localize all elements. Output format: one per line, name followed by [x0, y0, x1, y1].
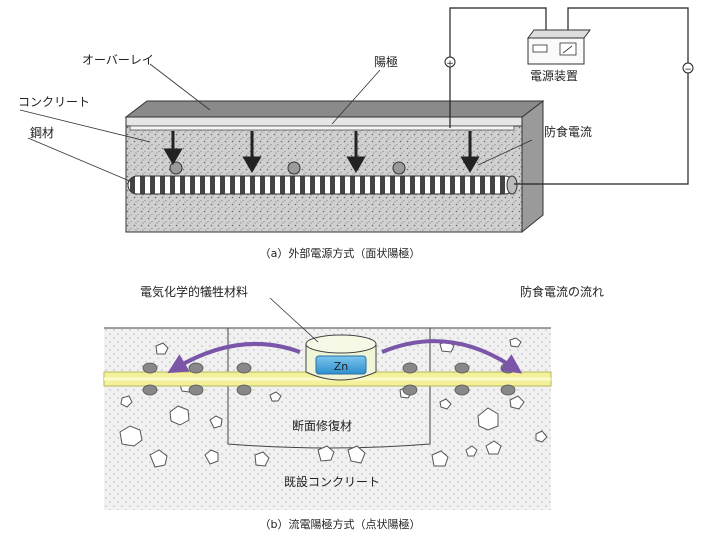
steel-rebar	[127, 175, 515, 195]
rebar-end	[506, 175, 518, 195]
concrete-leader	[19, 109, 151, 143]
corrosion-current-label: 防食電流	[544, 124, 592, 139]
current-flow-label: 防食電流の流れ	[520, 284, 604, 299]
minus-sign: −	[684, 65, 692, 75]
repair-material-label: 断面修復材	[292, 418, 352, 433]
overlay-leader	[149, 63, 211, 111]
current-flow-arrow-right	[381, 339, 523, 374]
overlay-top-face	[124, 100, 545, 118]
plus-terminal	[444, 56, 456, 68]
current-arrows	[163, 131, 480, 173]
caption-b: （b）流電陽極方式（点状陽極）	[260, 517, 421, 531]
minus-terminal	[682, 62, 694, 74]
aggregates	[119, 337, 548, 468]
power-supply-label: 電源装置	[530, 69, 578, 83]
anode-label: 陽極	[374, 54, 398, 69]
zn-anode: Zn	[305, 334, 377, 381]
sacrificial-leader	[269, 297, 319, 343]
caption-a: （a）外部電源方式（面状陽極）	[260, 246, 421, 260]
sacrificial-material-label: 電気化学的犠牲材料	[140, 284, 248, 299]
current-leader	[477, 139, 533, 166]
existing-concrete-label: 既設コンクリート	[284, 474, 380, 489]
steel-leader	[27, 137, 133, 183]
steel-label: 鋼材	[30, 126, 54, 140]
anode-strip	[129, 125, 515, 131]
panel-a: + − オーバーレイ コンクリート 鋼材 陽極 電源装置 防食電流 （a）外部電…	[18, 7, 694, 260]
anode-leader	[331, 69, 381, 125]
panel-b: Zn 電気化学的犠牲材料 防食電流の流れ 断面修復材 既設コンクリート （b）流…	[103, 284, 604, 531]
zn-label: Zn	[334, 360, 349, 373]
rebar-section	[287, 161, 301, 175]
concrete-label: コンクリート	[18, 95, 90, 109]
circuit-wiring	[449, 7, 689, 185]
rebar-section	[392, 161, 406, 175]
rebar-section	[169, 161, 183, 175]
power-supply-unit	[527, 29, 591, 65]
current-flow-arrow-left	[167, 342, 301, 374]
overlay-label: オーバーレイ	[82, 53, 154, 67]
plus-sign: +	[446, 59, 454, 69]
block-side-face	[521, 99, 544, 234]
overlay-layer	[125, 116, 523, 127]
